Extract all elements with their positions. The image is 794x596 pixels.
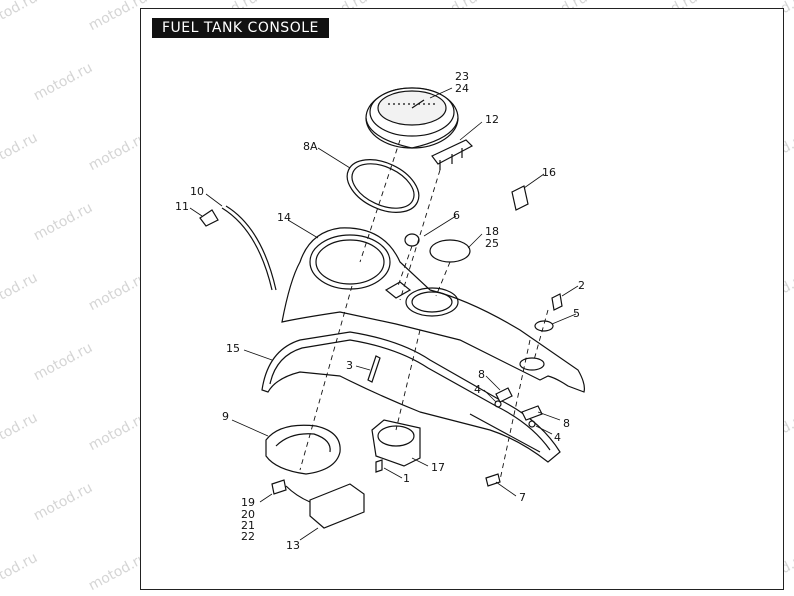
nut-part [494,400,502,408]
washer-part [534,320,554,332]
callout-12: 12 [485,113,499,126]
electrical-module [271,479,365,529]
leader-lines [189,87,579,541]
assembly-lines [299,139,549,481]
callout-8A: 8A [303,140,318,153]
callout-8: 8 [563,417,570,430]
callout-18: 18 [485,225,499,238]
ignition-switch [371,419,421,467]
callout-25: 25 [485,237,499,250]
callout-17: 17 [431,461,445,474]
knob-part [404,233,420,247]
mounting-plate [265,424,341,475]
callout-24: 24 [455,82,469,95]
callout-4: 4 [554,431,561,444]
callout-3: 3 [346,359,353,372]
callout-23: 23 [455,70,469,83]
callout-6: 6 [453,209,460,222]
callout-16: 16 [542,166,556,179]
callout-7: 7 [519,491,526,504]
diagram-frame [140,8,784,590]
indicator-bracket [431,139,473,170]
callout-15: 15 [226,342,240,355]
speedometer-gauge [365,87,459,149]
callout-11: 11 [175,200,189,213]
nut-part [528,420,536,428]
screw-part [367,355,381,383]
bulb-and-wire [199,205,277,291]
callout-5: 5 [573,307,580,320]
callout-21: 21 [241,519,255,532]
console-gasket [261,331,561,463]
callout-2: 2 [578,279,585,292]
callout-10: 10 [190,185,204,198]
trim-ring [346,159,420,213]
callout-1: 1 [403,472,410,485]
callout-19: 19 [241,496,255,509]
screw-small [375,459,383,473]
callout-9: 9 [222,410,229,423]
callout-8: 8 [478,368,485,381]
callout-13: 13 [286,539,300,552]
bolt-part [551,293,563,311]
clip-small [485,473,501,487]
callout-4: 4 [474,383,481,396]
bracket-part [495,387,513,403]
console-body [281,227,585,393]
bracket-part [521,405,543,421]
gasket-ring [429,239,471,263]
clip-part [511,185,529,211]
callout-20: 20 [241,508,255,521]
callout-14: 14 [277,211,291,224]
callout-22: 22 [241,530,255,543]
diagram-title: FUEL TANK CONSOLE [152,18,329,38]
